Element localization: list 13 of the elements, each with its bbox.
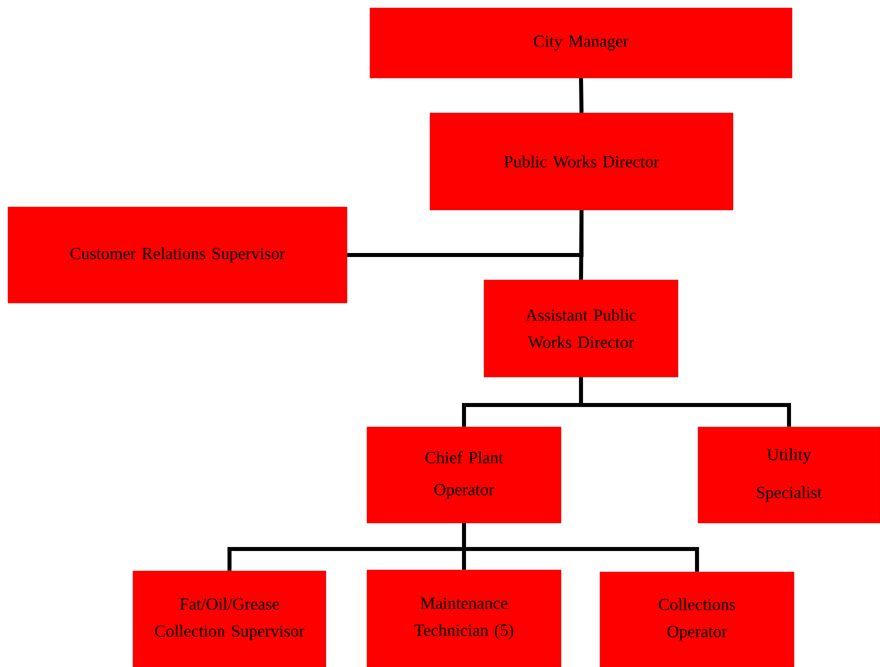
connector-line: [347, 210, 584, 257]
connector-line: [462, 523, 699, 572]
org-box: Fat/Oil/Grease Collection Supervisor: [132, 570, 326, 667]
org-box: Chief Plant Operator: [366, 426, 562, 524]
org-box: Collections Operator: [600, 572, 794, 667]
org-box: Maintenance Technician (5): [366, 570, 562, 667]
connector-line: [579, 377, 791, 427]
org-box: City Manager: [370, 8, 792, 78]
org-box: Assistant Public Works Director: [484, 280, 678, 378]
org-box: Customer Relations Supervisor: [8, 206, 348, 304]
org-box: Public Works Director: [430, 112, 734, 210]
connector-line: [579, 78, 584, 113]
org-box: Utility Specialist: [698, 426, 880, 524]
